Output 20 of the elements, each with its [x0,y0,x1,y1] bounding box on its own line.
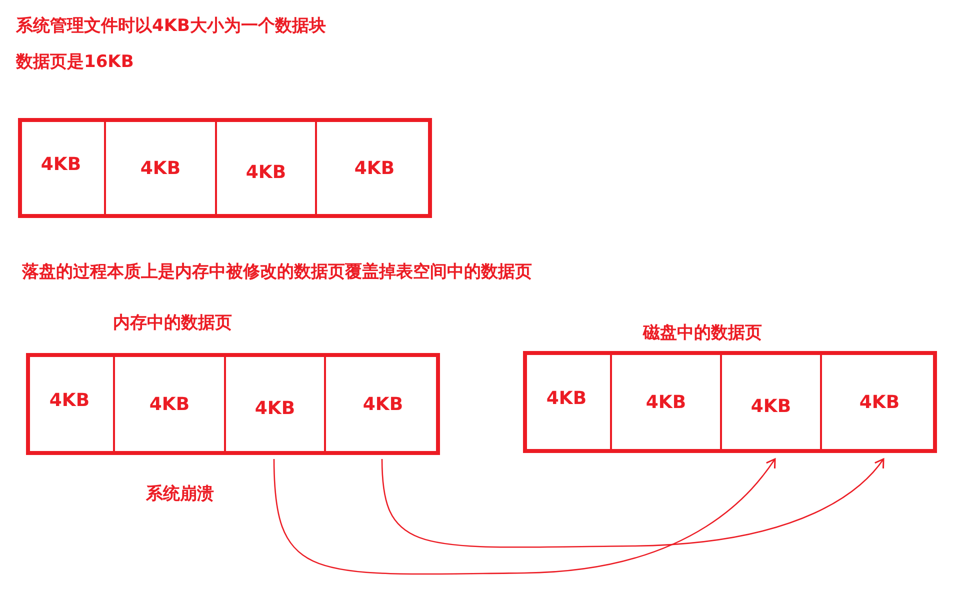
size-label: 4KB [149,392,190,416]
size-label: 4KB [354,156,395,180]
size-label: 4KB [646,390,686,414]
size-label: 4KB [140,156,181,180]
box-heading: 磁盘中的数据页 [643,322,762,345]
size-label: 4KB [246,160,286,184]
note-text: 系统管理文件时以4KB大小为一个数据块 [16,15,326,38]
size-label: 4KB [254,396,296,420]
box-heading: 内存中的数据页 [113,312,232,335]
note-text: 系统崩溃 [146,483,214,506]
note-text: 数据页是16KB [16,51,134,74]
size-label: 4KB [859,390,900,414]
size-label: 4KB [750,394,792,418]
size-label: 4KB [40,152,82,176]
size-label: 4KB [546,386,587,410]
curved-arrow [273,458,776,575]
note-text: 落盘的过程本质上是内存中被修改的数据页覆盖掉表空间中的数据页 [22,261,532,284]
size-label: 4KB [49,388,90,412]
curved-arrow [381,458,884,548]
size-label: 4KB [362,392,404,416]
